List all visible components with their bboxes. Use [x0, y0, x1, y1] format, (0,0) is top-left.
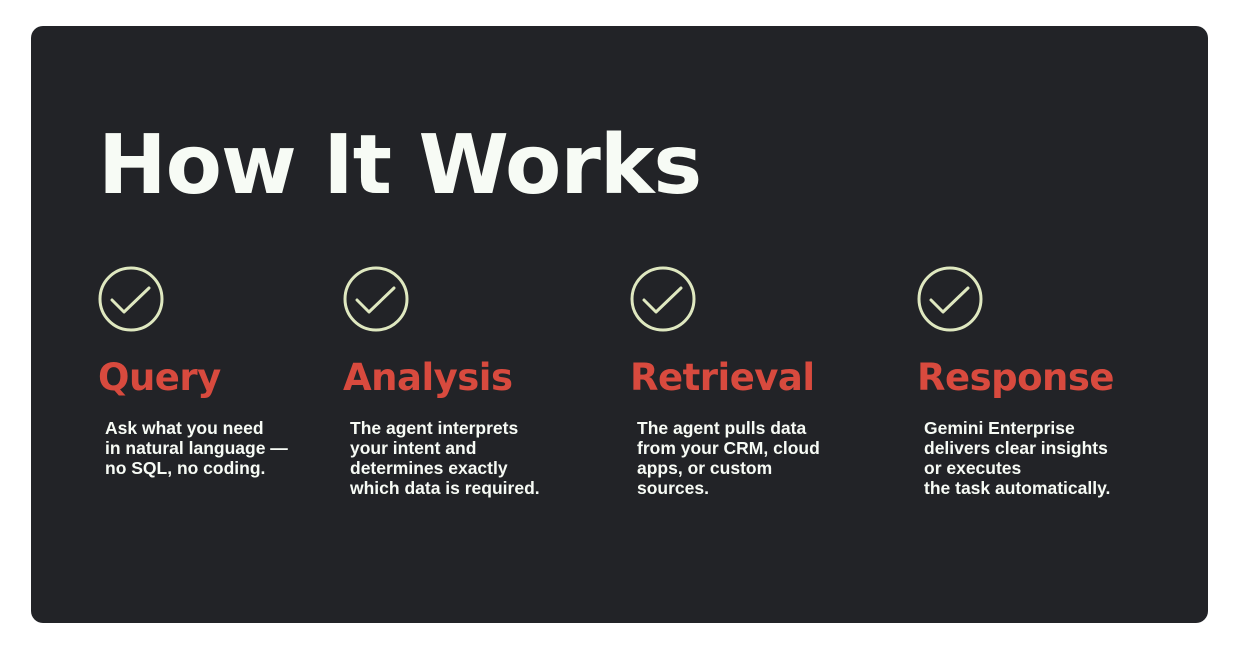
step-description: Ask what you need in natural language — …: [105, 418, 288, 478]
check-circle-icon: [98, 266, 164, 332]
check-circle-icon: [630, 266, 696, 332]
page-title: How It Works: [98, 118, 702, 213]
step-retrieval: Retrieval The agent pulls data from your…: [630, 266, 820, 498]
step-title: Response: [917, 356, 1114, 399]
step-title: Analysis: [343, 356, 513, 399]
step-analysis: Analysis The agent interprets your inten…: [343, 266, 540, 498]
step-description: The agent pulls data from your CRM, clou…: [637, 418, 820, 498]
step-title: Retrieval: [630, 356, 815, 399]
check-circle-icon: [343, 266, 409, 332]
step-response: Response Gemini Enterprise delivers clea…: [917, 266, 1114, 498]
step-title: Query: [98, 356, 221, 399]
step-query: Query Ask what you need in natural langu…: [98, 266, 288, 478]
check-circle-icon: [917, 266, 983, 332]
how-it-works-card: [31, 26, 1208, 623]
step-description: The agent interprets your intent and det…: [350, 418, 540, 498]
step-description: Gemini Enterprise delivers clear insight…: [924, 418, 1111, 498]
